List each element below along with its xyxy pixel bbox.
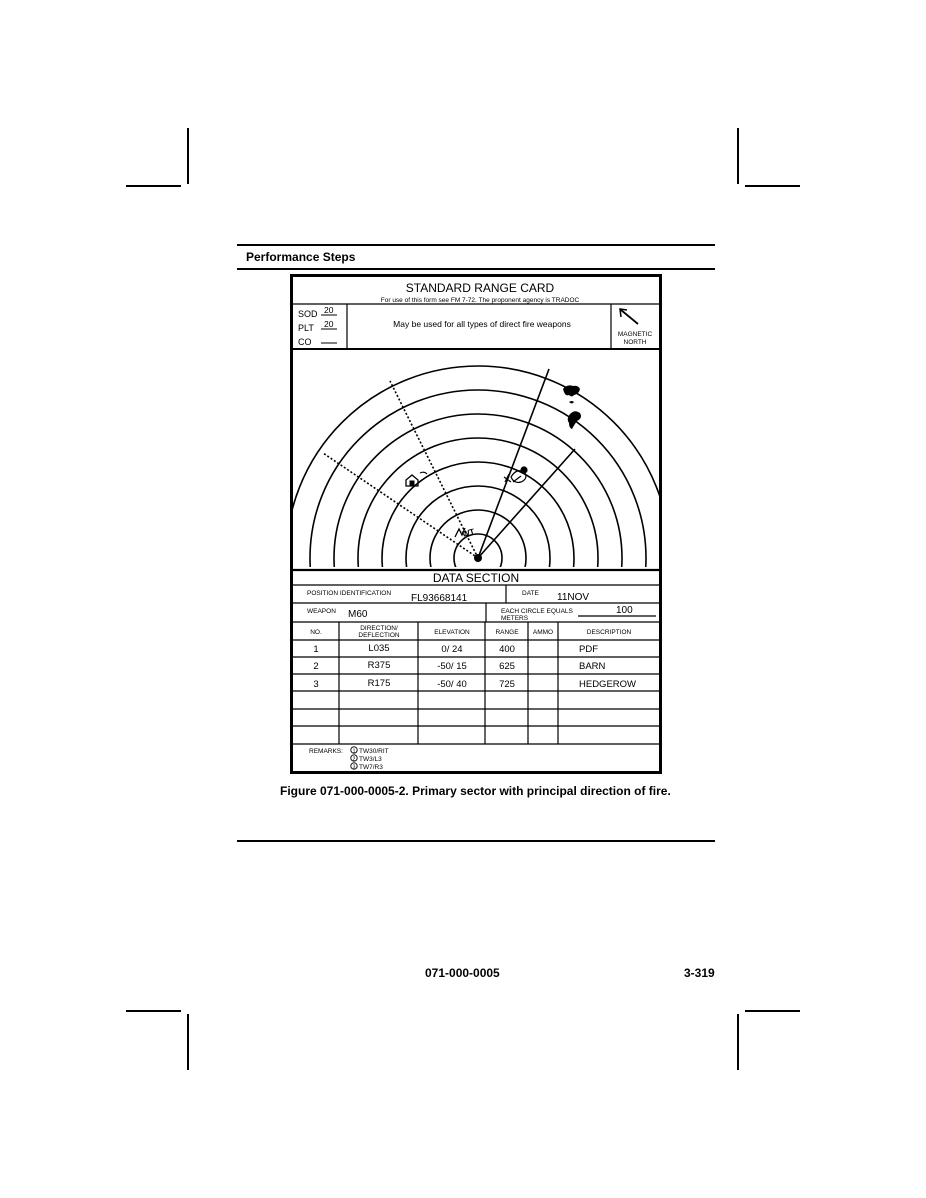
- weapon-position-marker: [474, 554, 482, 562]
- remarks-list: 1 TW30/RIT 2 TW3/L3 3 TW7/R3: [350, 746, 389, 771]
- crop-mark-bottom-left-vertical: [187, 1014, 189, 1070]
- row-3-no: 3: [313, 679, 318, 690]
- date-value: 11NOV: [557, 592, 589, 603]
- position-id-value: FL93668141: [411, 593, 468, 604]
- col-header-direction: DIRECTION/: [360, 625, 398, 632]
- row-2-elevation: -50/ 15: [437, 661, 467, 672]
- row-3-range: 725: [499, 679, 515, 690]
- magnetic-north-line1: MAGNETIC: [618, 331, 653, 338]
- remark-3-number: 3: [353, 765, 356, 771]
- left-sector-limit: [389, 380, 479, 559]
- crop-mark-bottom-right-vertical: [737, 1014, 739, 1070]
- crop-mark-top-right-horizontal: [745, 185, 800, 187]
- weapon-label: WEAPON: [307, 608, 336, 615]
- data-section-title: DATA SECTION: [433, 571, 519, 585]
- plt-label: PLT: [298, 323, 314, 333]
- date-label: DATE: [522, 590, 540, 597]
- row-2-description: BARN: [579, 661, 606, 672]
- sod-value: 20: [324, 305, 334, 315]
- row-2-direction: R375: [368, 660, 391, 671]
- crop-mark-bottom-right-horizontal: [745, 1010, 800, 1012]
- remark-2-number: 2: [353, 757, 356, 763]
- magnetic-north-line2: NORTH: [624, 339, 647, 346]
- row-1-elevation: 0/ 24: [441, 644, 462, 655]
- remark-3-text: TW7/R3: [359, 764, 383, 771]
- col-header-description: DESCRIPTION: [587, 629, 632, 636]
- col-header-elevation: ELEVATION: [434, 629, 470, 636]
- pdf-target-icon: [503, 466, 528, 484]
- col-header-no: NO.: [310, 629, 322, 636]
- position-id-label: POSITION IDENTIFICATION: [307, 590, 391, 597]
- usage-note: May be used for all types of direct fire…: [393, 319, 571, 329]
- circle-label-line1: EACH CIRCLE EQUALS: [501, 608, 574, 615]
- col-header-range: RANGE: [495, 629, 519, 636]
- header-rule-bottom: [237, 268, 715, 270]
- plt-value: 20: [324, 319, 334, 329]
- footer-task-code: 071-000-0005: [425, 966, 500, 980]
- row-1-direction: L035: [368, 643, 389, 654]
- row-3-description: HEDGEROW: [579, 679, 636, 690]
- left-sector-limit-2: [322, 452, 479, 559]
- col-header-ammo: AMMO: [533, 629, 553, 636]
- row-1-no: 1: [313, 644, 318, 655]
- remark-1-text: TW30/RIT: [359, 748, 389, 755]
- col-header-deflection: DEFLECTION: [358, 632, 399, 639]
- crop-mark-top-left-horizontal: [126, 185, 181, 187]
- circle-value: 100: [616, 605, 633, 616]
- remarks-label: REMARKS:: [309, 748, 343, 755]
- co-label: CO: [298, 337, 312, 347]
- wt-sketch-label: WT: [461, 527, 475, 539]
- remark-1-number: 1: [353, 749, 356, 755]
- crop-mark-top-right-vertical: [737, 128, 739, 184]
- header-rule-top: [237, 244, 715, 246]
- circle-label-line2: METERS: [501, 615, 529, 622]
- section-title: Performance Steps: [246, 250, 356, 264]
- north-arrow-icon: [619, 308, 639, 325]
- remark-2-text: TW3/L3: [359, 756, 382, 763]
- crop-mark-top-left-vertical: [187, 128, 189, 184]
- figure-caption: Figure 071-000-0005-2. Primary sector wi…: [280, 784, 671, 798]
- row-3-direction: R175: [368, 678, 391, 689]
- range-card: STANDARD RANGE CARD For use of this form…: [290, 274, 662, 774]
- row-2-no: 2: [313, 661, 318, 672]
- data-table-grid: [293, 622, 659, 745]
- right-sector-limit: [477, 448, 576, 559]
- wt-sketch-mark: WT: [454, 527, 476, 539]
- sod-label: SOD: [298, 309, 318, 319]
- card-subtitle: For use of this form see FM 7-72. The pr…: [381, 297, 580, 304]
- row-2-range: 625: [499, 661, 515, 672]
- range-card-drawing: STANDARD RANGE CARD For use of this form…: [293, 281, 659, 771]
- row-1-description: PDF: [579, 644, 598, 655]
- principal-direction-line: [477, 368, 550, 559]
- row-1-range: 400: [499, 644, 515, 655]
- crop-mark-bottom-left-horizontal: [126, 1010, 181, 1012]
- row-3-elevation: -50/ 40: [437, 679, 467, 690]
- range-circles: [293, 365, 659, 567]
- footer-page-number: 3-319: [684, 966, 715, 980]
- weapon-value: M60: [348, 609, 368, 620]
- card-title: STANDARD RANGE CARD: [406, 281, 555, 295]
- hedgerow-icon: [563, 385, 581, 429]
- footer-rule: [237, 840, 715, 842]
- barn-icon: [405, 471, 428, 487]
